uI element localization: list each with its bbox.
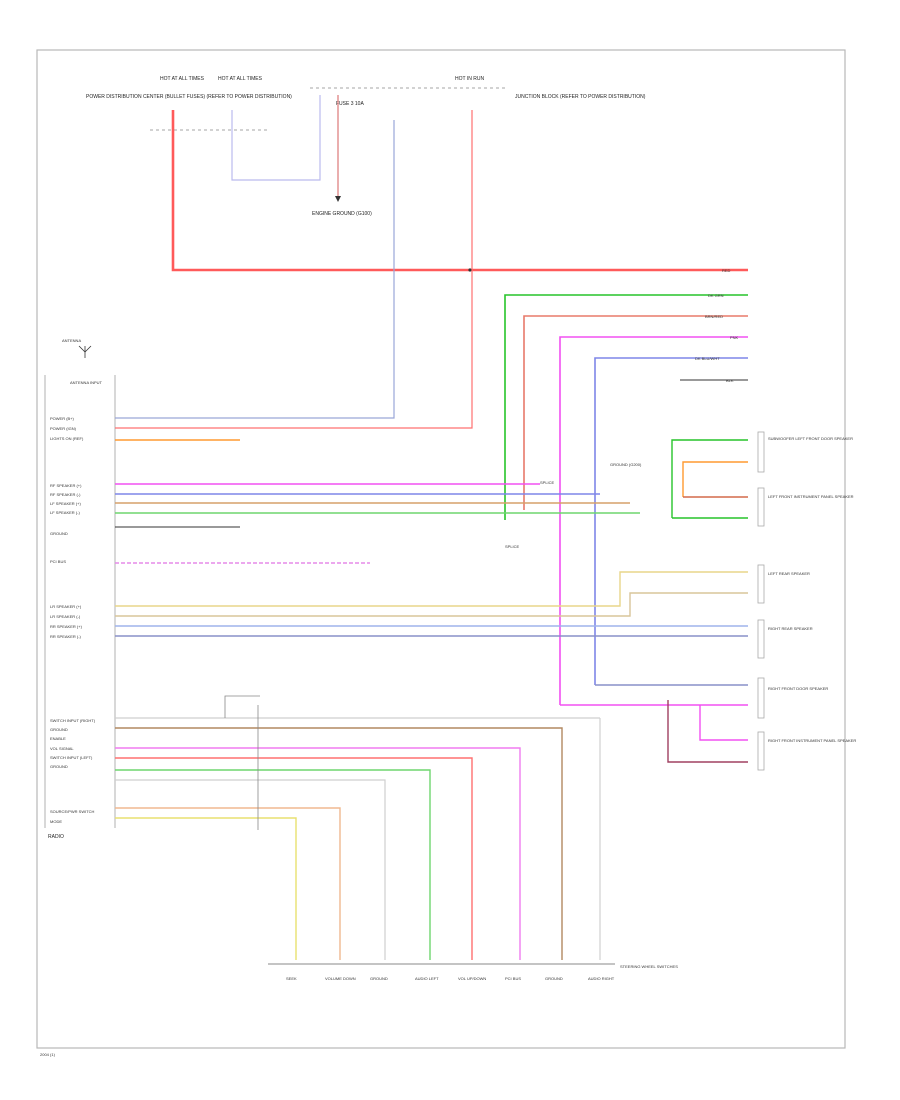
wire-fuse9 [231, 95, 321, 181]
radio-pin-label: RF SPEAKER (-) [50, 492, 81, 497]
fuse-label-1: HOT AT ALL TIMES [160, 76, 205, 82]
radio-pin-label: LF SPEAKER (+) [50, 501, 81, 506]
radio-pin-label: RF SPEAKER (+) [50, 483, 82, 488]
wire-pnk [559, 336, 748, 705]
wire-source-pwr [115, 807, 341, 960]
speaker-label: SUBWOOFER LEFT FRONT DOOR SPEAKER [768, 436, 853, 441]
speaker-connector [757, 431, 765, 473]
speaker-label: LEFT REAR SPEAKER [768, 571, 810, 576]
bottom-terminal-label: SEEK [286, 976, 297, 981]
label-dk-blu-wht: DK BLU/WHT [695, 356, 720, 361]
bottom-terminal-label: GROUND [370, 976, 388, 981]
bottom-terminal-label: AUDIO LEFT [415, 976, 439, 981]
fuse-label-3: HOT IN RUN [455, 76, 484, 82]
radio-pin-label: RR SPEAKER (-) [50, 634, 82, 639]
radio-pin-label: POWER (IGN) [50, 426, 77, 431]
speaker-label: RIGHT REAR SPEAKER [768, 626, 813, 631]
bottom-terminal-label: GROUND [545, 976, 563, 981]
speaker-label: RIGHT FRONT DOOR SPEAKER [768, 686, 828, 691]
junction-note: JUNCTION BLOCK (REFER TO POWER DISTRIBUT… [515, 94, 646, 100]
wire-red-main [171, 110, 748, 272]
radio-pin-label: LIGHTS ON (REF) [50, 436, 84, 441]
splice-dot [468, 268, 472, 272]
wire-enable-red [115, 757, 473, 960]
page-number: 2004 (1) [40, 1052, 56, 1057]
radio-pin-label: LF SPEAKER (-) [50, 510, 80, 515]
radio-pin-labels: POWER (B+) POWER (IGN) LIGHTS ON (REF) R… [50, 416, 84, 639]
fuse-label-2: HOT AT ALL TIMES [218, 76, 263, 82]
pdc-note: POWER DISTRIBUTION CENTER (BULLET FUSES)… [86, 94, 292, 100]
label-red: RED [722, 268, 731, 273]
engine-ground-note: ENGINE GROUND (G100) [312, 211, 372, 217]
wire-lr-spk-pos [115, 571, 748, 607]
label-blk: BLK [726, 378, 734, 383]
splice-label: SPLICE [540, 480, 555, 485]
wire-lr-spk-neg [115, 592, 748, 617]
wire-sub-3 [682, 461, 748, 497]
wire-red-fuse3 [200, 110, 473, 429]
speaker-connector [757, 564, 765, 604]
radio-lower-pin-labels: SWITCH INPUT (RIGHT) GROUND ENABLE VOL S… [50, 718, 96, 824]
label-pnk: PNK [730, 335, 739, 340]
wire-rfi-1 [667, 700, 748, 763]
speaker-connectors [757, 431, 765, 771]
speaker-label: RIGHT FRONT INSTRUMENT PANEL SPEAKER [768, 738, 856, 743]
speaker-label: LEFT FRONT INSTRUMENT PANEL SPEAKER [768, 494, 854, 499]
wire-mode [115, 817, 297, 960]
radio-pin-label: PCI BUS [50, 559, 66, 564]
diagram-frame [36, 49, 846, 1049]
radio-pin-label: RR SPEAKER (+) [50, 624, 83, 629]
radio-lower-pin-label: GROUND [50, 764, 68, 769]
radio-pin-label: POWER (B+) [50, 416, 75, 421]
label-brn-red: BRN/RED [705, 314, 723, 319]
radio-title: RADIO [48, 834, 64, 840]
bottom-terminal-label: VOL UP/DOWN [458, 976, 486, 981]
wire-sub-1 [671, 439, 748, 518]
wire-ground-lower [115, 779, 386, 960]
bottom-terminal-label: PCI BUS [505, 976, 521, 981]
wire-brn-red [523, 315, 748, 510]
antenna-note: ANTENNA INPUT [70, 380, 103, 385]
speaker-connector [757, 487, 765, 527]
bottom-terminal-label: VOLUME DOWN [325, 976, 356, 981]
ground-arrow [335, 196, 341, 202]
wire-power-ign [200, 120, 395, 419]
radio-pin-label: LR SPEAKER (+) [50, 604, 82, 609]
antenna-icon [78, 345, 92, 358]
bottom-terminal-label: AUDIO RIGHT [588, 976, 615, 981]
bottom-connector-title: STEERING WHEEL SWITCHES [620, 964, 678, 969]
radio-lower-pin-label: ENABLE [50, 736, 66, 741]
antenna-label: ANTENNA [62, 338, 81, 343]
lower-splice-line [224, 695, 260, 718]
splice-label: SPLICE [505, 544, 520, 549]
radio-lower-pin-label: VOL SIGNAL [50, 746, 74, 751]
radio-lower-pin-label: GROUND [50, 727, 68, 732]
radio-lower-pin-label: SWITCH INPUT (LEFT) [50, 755, 93, 760]
wire-dk-blu-wht [594, 357, 748, 685]
bottom-terminals: SEEK VOLUME DOWN GROUND AUDIO LEFT VOL U… [286, 976, 615, 981]
wire-rfi-2 [699, 705, 748, 741]
wire-dk-grn [504, 294, 748, 520]
pdc-fuse-label: FUSE 3 10A [336, 101, 364, 107]
speaker-connector [757, 677, 765, 719]
wire-ground-brn [115, 727, 563, 960]
radio-pin-label: GROUND [50, 531, 68, 536]
radio-pin-label: LR SPEAKER (-) [50, 614, 81, 619]
radio-lower-pin-label: SWITCH INPUT (RIGHT) [50, 718, 96, 723]
speaker-connector [757, 619, 765, 659]
ground-splice: GROUND (G200) [610, 462, 642, 467]
speaker-connector [757, 731, 765, 771]
radio-lower-pin-label: MODE [50, 819, 62, 824]
radio-lower-pin-label: SOURCE/PWR SWITCH [50, 809, 95, 814]
label-dk-grn: DK GRN [708, 293, 724, 298]
wire-vol-signal [115, 747, 521, 960]
wire-switch-left [115, 769, 431, 960]
